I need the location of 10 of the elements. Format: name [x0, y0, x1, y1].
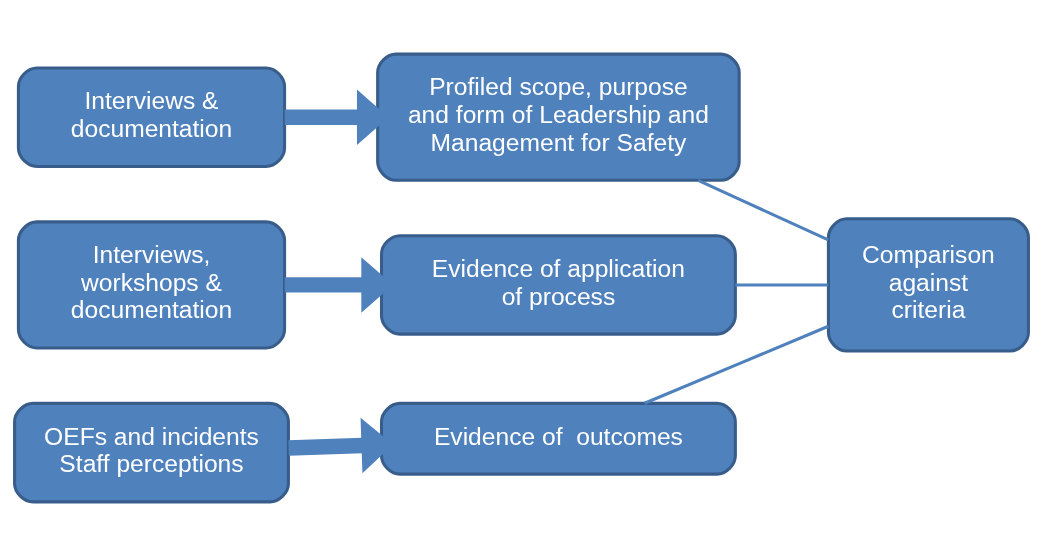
- node-box: Interviews & documentation: [16, 65, 287, 168]
- node-box: Interviews, workshops & documentation: [16, 219, 287, 350]
- connector: [697, 178, 829, 241]
- node-box: Evidence of outcomes: [379, 401, 737, 476]
- connector: [644, 324, 829, 405]
- connector: [735, 282, 829, 286]
- node-box: Comparison against criteria: [826, 216, 1030, 353]
- node-box: Evidence of application of process: [379, 233, 737, 336]
- node-box: Profiled scope, purpose and form of Leadership and Management for Safety: [376, 52, 741, 182]
- node-box: OEFs and incidents Staff perceptions: [13, 401, 290, 503]
